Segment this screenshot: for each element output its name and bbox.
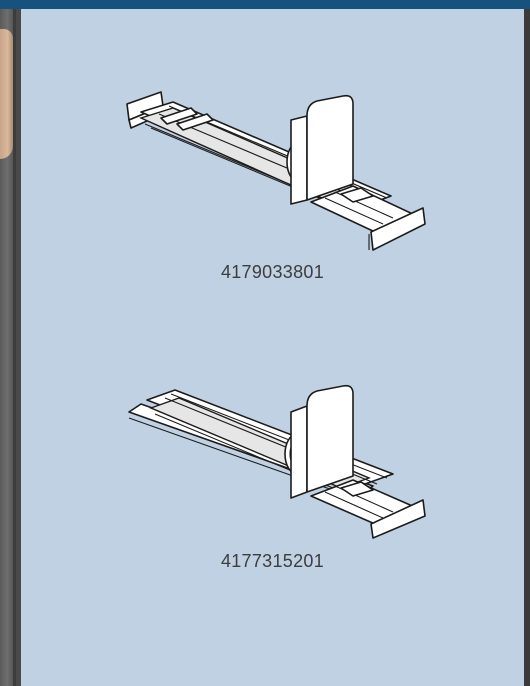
part-number-label: 4177315201 [220, 551, 325, 571]
strip-edge [13, 9, 16, 686]
hand-photo-fragment [0, 29, 13, 159]
part-number-label: 4179033801 [220, 262, 325, 282]
shelf-divider-extended-rail-icon [126, 91, 426, 251]
left-photo-strip [0, 9, 16, 686]
product-item-2[interactable]: 4177315201 [21, 309, 524, 589]
shelf-divider-flat-rail-icon [128, 384, 426, 539]
product-panel: 4179033801 4177315201 [21, 9, 524, 686]
top-bar [0, 0, 530, 9]
right-edge-strip [524, 9, 530, 686]
product-item-1[interactable]: 4179033801 [21, 9, 524, 309]
